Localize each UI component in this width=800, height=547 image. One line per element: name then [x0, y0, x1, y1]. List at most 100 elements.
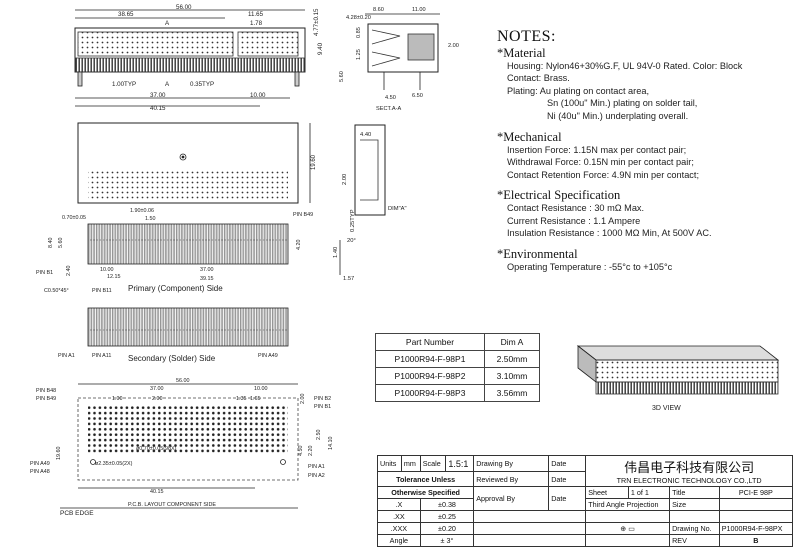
- tb-sheet-val: 1 of 1: [627, 486, 671, 499]
- tb-company-en: TRN ELECTRONIC TECHNOLOGY CO.,LTD: [616, 476, 762, 485]
- pn-cell: 3.10mm: [484, 367, 540, 385]
- material-plating-2: Sn (100u" Min.) plating on solder tail,: [547, 98, 698, 109]
- table-row: P1000R94-F-98P1 2.50mm: [375, 350, 540, 368]
- l-pin-a1: PIN A1: [308, 464, 325, 470]
- p-8-40: 8.40: [48, 238, 54, 249]
- primary-side-view: 0.70±0.05 1.90±0.06 1.50 PIN B49 8.40 5.…: [36, 208, 313, 294]
- pn-header-part: Part Number: [375, 333, 485, 351]
- primary-label: Primary (Component) Side: [128, 284, 223, 293]
- tb-rev: REV: [669, 534, 720, 547]
- l-1-00: 1.00: [112, 396, 123, 402]
- tb-units-val: mm: [400, 454, 421, 473]
- view-3d: 3D VIEW: [576, 345, 780, 412]
- sec-5-60: 5.60: [339, 71, 345, 82]
- p-1-90: 1.90±0.06: [130, 208, 154, 214]
- l-2-50: 2.50: [316, 430, 322, 441]
- dim-1-78: 1.78: [250, 20, 263, 27]
- sec-0-85: 0.85: [356, 27, 362, 38]
- electrical-line-1: Contact Resistance : 30 mΩ Max.: [507, 203, 645, 214]
- secondary-side-view: PIN A1 PIN A11 Secondary (Solder) Side P…: [58, 307, 289, 363]
- sec-6-50: 6.50: [412, 93, 423, 99]
- tb-reviewed-by: Reviewed By: [473, 471, 550, 487]
- sec-11-00: 11.00: [412, 7, 426, 13]
- l-37: 37.00: [150, 386, 164, 392]
- sec-1-25: 1.25: [356, 49, 362, 60]
- pn-cell: 3.56mm: [484, 384, 540, 402]
- notes-block: NOTES: *Material Housing: Nylon46+30%G.F…: [497, 28, 797, 274]
- tb-t1v: ±0.38: [419, 498, 475, 511]
- dim-38-65: 38.65: [118, 11, 134, 18]
- tb-date-1: Date: [548, 454, 587, 473]
- tb-drawing-by: Drawing By: [473, 454, 550, 473]
- pn-cell: P1000R94-F-98P2: [375, 367, 485, 385]
- tb-tol-2: Otherwise Specified: [376, 486, 475, 499]
- l-pin-a48: PIN A48: [30, 469, 50, 475]
- environmental-heading: *Environmental: [497, 247, 578, 262]
- mechanical-line-3: Contact Retention Force: 4.9N min per co…: [507, 169, 700, 180]
- dim-10: 10.00: [250, 92, 266, 99]
- l-pin-a2: PIN A2: [308, 473, 325, 479]
- mechanical-line-2: Withdrawal Force: 0.15N min per contact …: [507, 157, 694, 168]
- electrical-line-3: Insulation Resistance : 1000 MΩ Min, At …: [507, 228, 712, 239]
- p-39-15: 39.15: [200, 276, 214, 282]
- tb-units: Units: [377, 454, 402, 473]
- pn-header-dim: Dim A: [484, 333, 540, 351]
- tb-size-val: [718, 498, 794, 511]
- p-2-40: 2.40: [66, 266, 72, 277]
- material-plating-3: Ni (40u" Min.) underplating overall.: [547, 110, 689, 121]
- l-1-65: 1.65: [250, 396, 261, 402]
- title-block: Units mm Scale 1.5:1 Drawing By Date 伟昌电…: [376, 454, 794, 547]
- p-pin-b11: PIN B11: [92, 288, 112, 294]
- l-pin-b49: PIN B49: [36, 396, 56, 402]
- tb-title: Title: [669, 486, 720, 499]
- tb-t4v: ± 3°: [419, 534, 475, 547]
- part-number-table: Part Number Dim A P1000R94-F-98P1 2.50mm…: [375, 333, 540, 402]
- secondary-label: Secondary (Solder) Side: [128, 354, 216, 363]
- table-row: P1000R94-F-98P3 3.56mm: [375, 384, 540, 402]
- tb-size: Size: [669, 498, 720, 511]
- pn-cell: 2.50mm: [484, 350, 540, 368]
- dim-11-65: 11.65: [248, 11, 264, 18]
- sec-4-28: 4.28±0.20: [346, 15, 371, 21]
- tb-sheet: Sheet: [585, 486, 629, 499]
- dim-56: 56.00: [176, 4, 192, 11]
- mechanical-heading: *Mechanical: [497, 130, 562, 145]
- l-10: 10.00: [254, 386, 268, 392]
- sec-4-50: 4.50: [385, 95, 396, 101]
- side-dim-a: DIM"A": [388, 206, 407, 212]
- dim-40-15: 40.15: [150, 105, 166, 112]
- tb-scale-val: 1.5:1: [445, 454, 475, 473]
- material-heading: *Material: [497, 46, 546, 60]
- side-1-57: 1.57: [343, 276, 354, 282]
- p-chamfer: C0.50*45°: [44, 288, 69, 294]
- mechanical-line-1: Insertion Force: 1.15N max per contact p…: [507, 145, 687, 156]
- material-housing: Housing: Nylon46+30%G.F, UL 94V-0 Rated.…: [507, 61, 743, 71]
- p-4-20: 4.20: [296, 240, 302, 251]
- top-view: 56.00 38.65 A 11.65 1.78 4.77±0.15 9.40 …: [74, 4, 324, 112]
- l-19-60: 19.60: [56, 447, 62, 461]
- l-56: 56.00: [176, 378, 190, 384]
- front-view: 19.60: [77, 122, 317, 204]
- table-row: P1000R94-F-98P2 3.10mm: [375, 367, 540, 385]
- sec-8-60: 8.60: [373, 7, 384, 13]
- l-pcb-edge: PCB EDGE: [60, 510, 94, 517]
- tb-title-val: PCI-E 98P: [718, 486, 794, 499]
- notes-title: NOTES:: [497, 28, 556, 45]
- tb-third-angle: Third Angle Projection: [585, 498, 671, 511]
- tb-rev-val: B: [718, 534, 794, 547]
- p-pin-b49: PIN B49: [293, 212, 313, 218]
- tb-t4k: Angle: [377, 534, 421, 547]
- l-pin-b48: PIN B48: [36, 388, 56, 394]
- material-contact: Contact: Brass.: [507, 73, 570, 84]
- dim-9-40: 9.40: [317, 42, 324, 55]
- side-view: 4.40 2.00 0.25TYP DIM"A" 1.40 20° 1.57: [333, 124, 407, 282]
- p-10: 10.00: [100, 267, 114, 273]
- s-pin-a1: PIN A1: [58, 353, 75, 359]
- electrical-heading: *Electrical Specification: [497, 188, 621, 203]
- electrical-line-2: Current Resistance : 1.1 Ampere: [507, 215, 641, 226]
- l-pin-a49: PIN A49: [30, 461, 50, 467]
- l-hole2: ø2.35±0.05(2X): [95, 461, 133, 467]
- tb-t2k: .XX: [377, 510, 421, 523]
- a-mid: A: [165, 81, 170, 88]
- view-3d-label: 3D VIEW: [652, 405, 681, 412]
